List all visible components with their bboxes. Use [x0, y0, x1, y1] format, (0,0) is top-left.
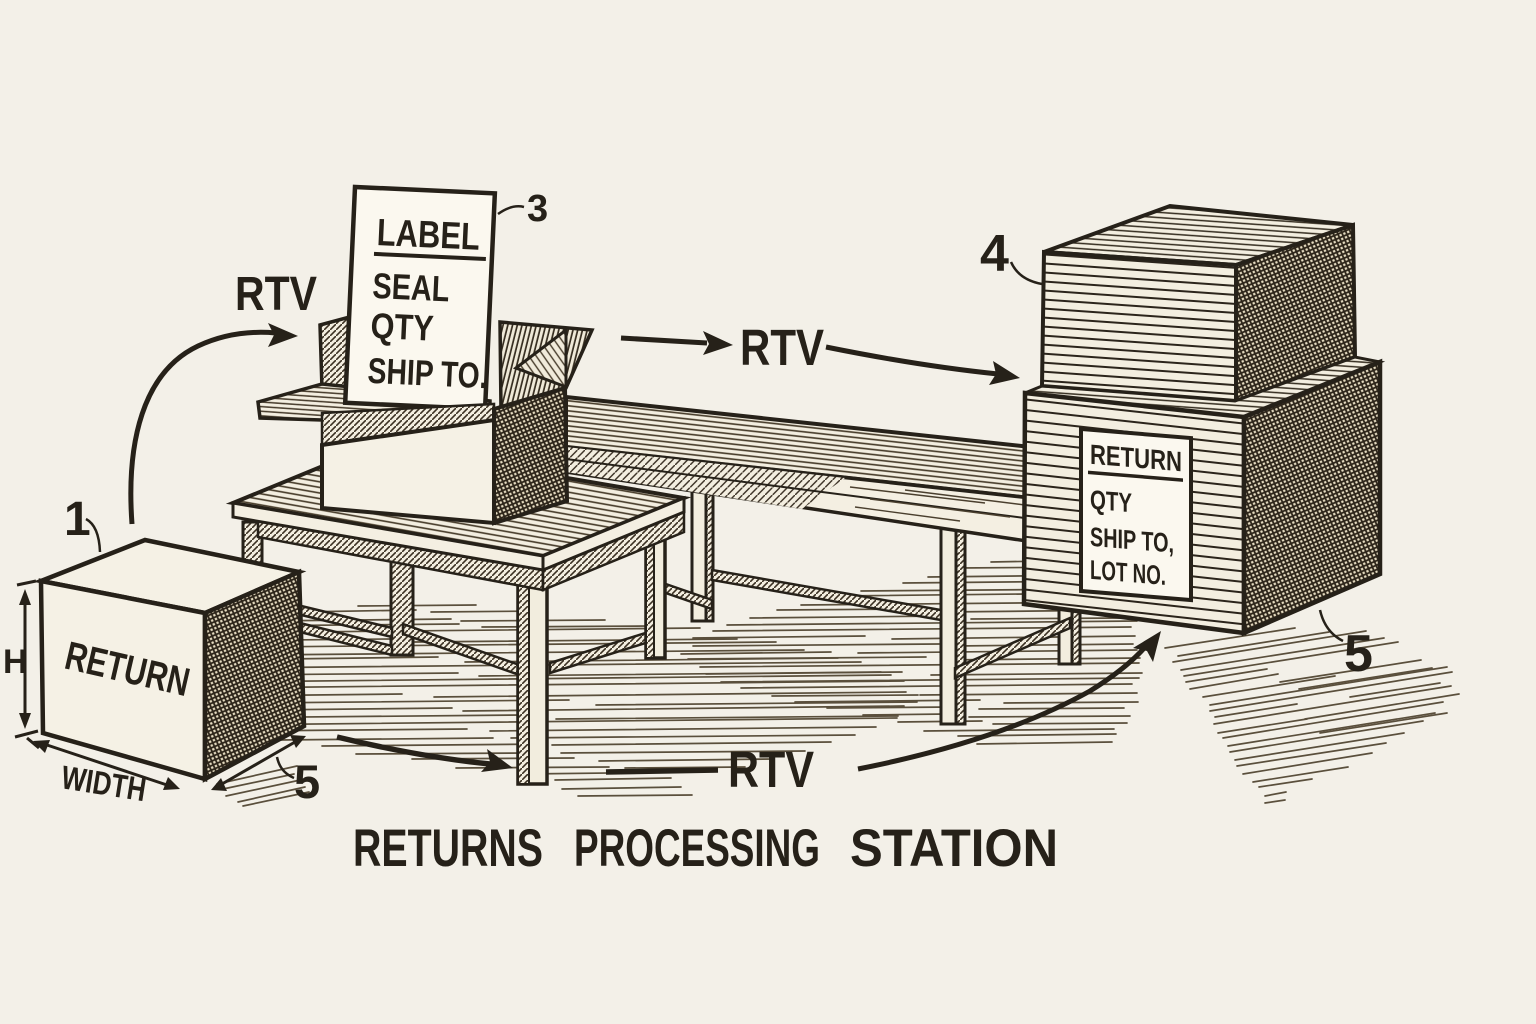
- svg-text:PROCESSING: PROCESSING: [574, 819, 820, 878]
- svg-text:RETURNS: RETURNS: [353, 819, 543, 878]
- svg-text:4: 4: [980, 225, 1009, 283]
- svg-text:QTY: QTY: [1090, 485, 1132, 518]
- svg-text:5: 5: [1344, 625, 1373, 683]
- svg-text:QTY: QTY: [370, 305, 435, 349]
- svg-text:1: 1: [64, 493, 91, 546]
- svg-text:LOT NO.: LOT NO.: [1090, 555, 1166, 591]
- svg-text:SHIP TO,: SHIP TO,: [1090, 522, 1174, 559]
- svg-text:LABEL: LABEL: [376, 212, 481, 259]
- svg-text:H: H: [3, 643, 28, 681]
- svg-text:3: 3: [527, 188, 548, 230]
- svg-text:SHIP TO.: SHIP TO.: [367, 350, 489, 396]
- svg-text:RETURN: RETURN: [1090, 439, 1182, 478]
- svg-text:RTV: RTV: [740, 319, 824, 376]
- svg-text:SEAL: SEAL: [372, 265, 451, 309]
- svg-text:RTV: RTV: [728, 741, 814, 798]
- svg-text:STATION: STATION: [850, 819, 1058, 878]
- svg-text:RTV: RTV: [235, 268, 317, 321]
- svg-text:5: 5: [294, 755, 320, 808]
